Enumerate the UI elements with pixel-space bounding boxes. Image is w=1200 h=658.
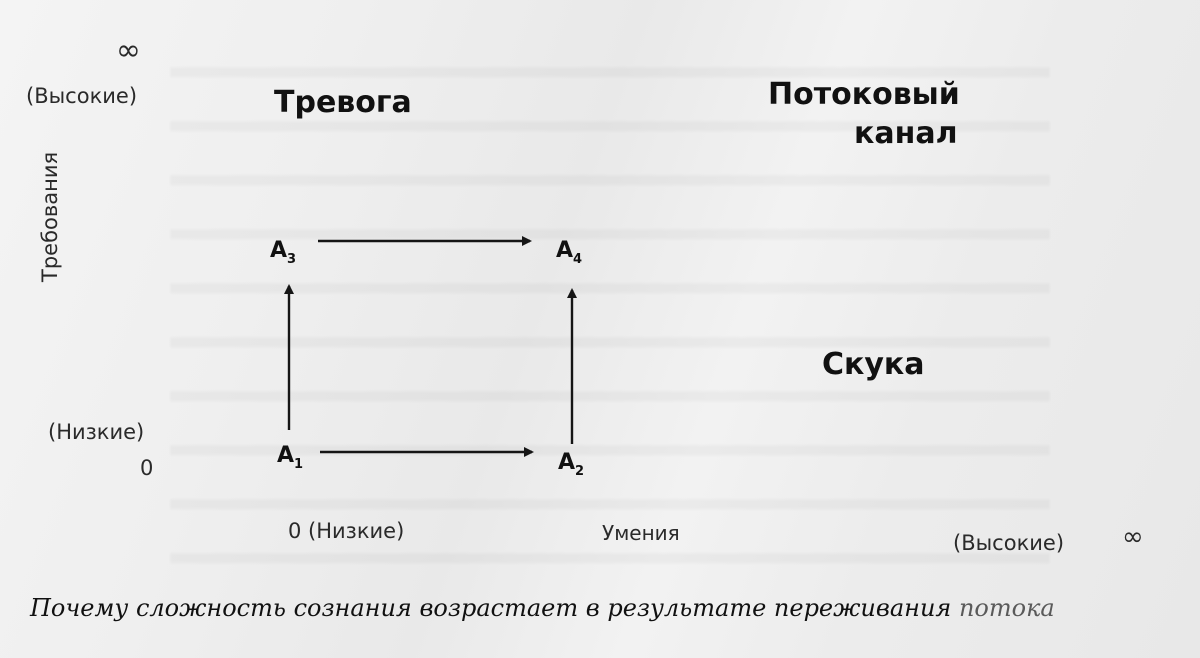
caption-tail-text: потока (958, 594, 1055, 622)
y-axis-zero: 0 (140, 456, 154, 480)
zone-flow-label-line2: канал (854, 116, 958, 151)
zone-flow-label-line1: Потоковый (768, 77, 960, 112)
node-a2: A2 (558, 450, 585, 479)
node-a3: A3 (270, 238, 297, 267)
node-a1: A1 (277, 443, 304, 472)
y-axis-high-label: (Высокие) (26, 84, 138, 108)
x-axis-high-label: (Высокие) (953, 531, 1065, 555)
y-axis-infinity: ∞ (116, 33, 141, 68)
caption-main-text: Почему сложность сознания возрастает в р… (30, 594, 952, 622)
x-axis-title: Умения (602, 521, 680, 545)
x-axis-zero-label: 0 (Низкие) (288, 519, 405, 543)
zone-anxiety-label: Тревога (274, 85, 412, 120)
node-a4: A4 (556, 238, 583, 267)
zone-boredom-label: Скука (822, 347, 925, 382)
bleed-through-background (170, 30, 1050, 590)
y-axis-low-label: (Низкие) (48, 420, 145, 444)
x-axis-infinity: ∞ (1122, 522, 1144, 552)
figure-caption: Почему сложность сознания возрастает в р… (30, 594, 1055, 622)
